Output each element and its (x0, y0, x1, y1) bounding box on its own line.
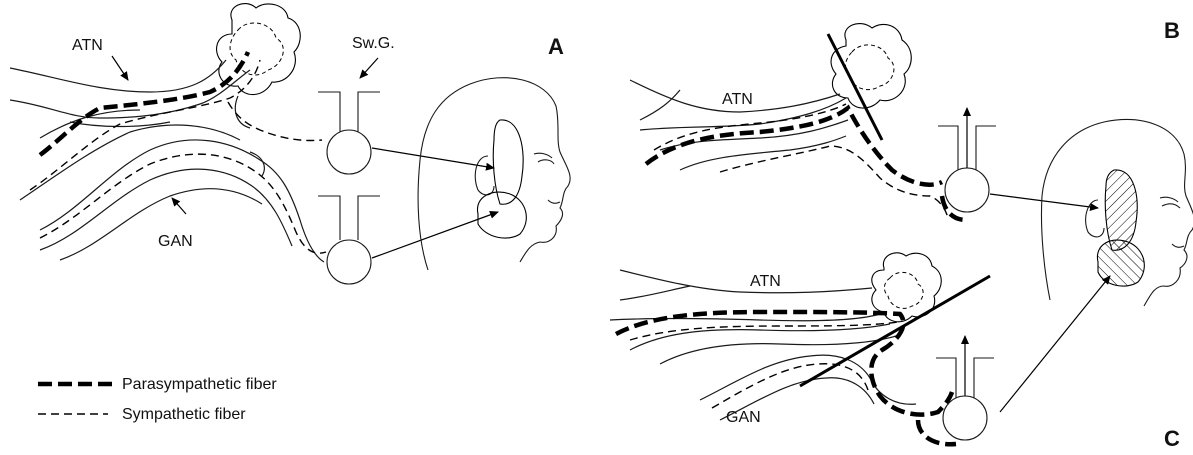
projection-arrow-b (990, 194, 1098, 208)
parasympathetic-fiber-a (40, 52, 248, 155)
head-outline-bc (1041, 120, 1193, 306)
gan-pointer-arrow-a (172, 198, 186, 214)
gan-label-c: GAN (726, 409, 761, 426)
upper-projection-arrow-a (372, 148, 494, 168)
submandibular-gland-a (477, 192, 526, 238)
projection-arrow-c (1000, 276, 1110, 412)
parotid-gland-b (1105, 170, 1137, 250)
transection-line-c (800, 276, 990, 386)
panel-b-letter: B (1164, 18, 1180, 43)
panel-a-letter: A (548, 34, 564, 59)
lower-projection-arrow-a (372, 212, 498, 258)
gan-label-a: GAN (158, 233, 193, 250)
sympathetic-ganglion-lower-a (318, 196, 380, 284)
legend-parasympathetic-label: Parasympathetic fiber (122, 376, 277, 393)
parasympathetic-fiber-b (646, 108, 942, 185)
swg-label: Sw.G. (352, 35, 395, 52)
head-outline-a (418, 78, 570, 270)
sympathetic-ganglion-upper-a (318, 92, 380, 174)
legend-sympathetic-label: Sympathetic fiber (122, 406, 246, 423)
atn-label-b: ATN (722, 91, 753, 108)
submandibular-gland-c (1097, 240, 1144, 286)
atn-label-c: ATN (750, 273, 781, 290)
legend: Parasympathetic fiber Sympathetic fiber (38, 376, 277, 423)
atn-label-a: ATN (72, 37, 103, 54)
sympathetic-ganglion-b (938, 108, 996, 212)
swg-pointer-arrow (360, 58, 378, 78)
panel-b: B ATN (630, 18, 1193, 306)
panel-a: A ATN GAN Sw.G. (10, 4, 570, 284)
panel-c-letter: C (1164, 426, 1180, 451)
atn-nerve-c (620, 270, 872, 293)
panel-c: C ATN GAN (610, 253, 1180, 451)
atn-pointer-arrow-a (112, 56, 128, 80)
sympathetic-ganglion-c (936, 336, 994, 440)
